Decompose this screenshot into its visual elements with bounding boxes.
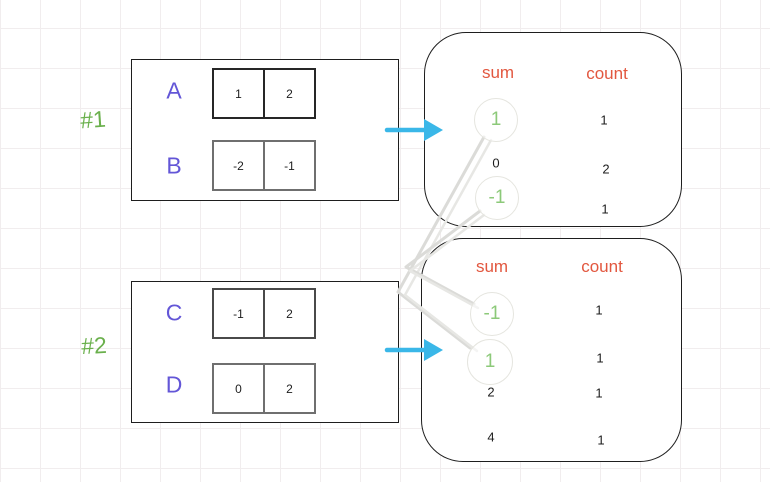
example-1-label: #1	[79, 105, 107, 134]
count-value: 1	[601, 201, 609, 217]
count-value: 2	[602, 161, 610, 177]
array-cell: 2	[265, 288, 316, 339]
sum-value: 4	[487, 429, 495, 445]
example-1-results-table: sum count 0 1 2 1	[424, 32, 682, 227]
count-value: 1	[595, 385, 603, 401]
count-header: count	[586, 64, 628, 83]
array-a-cells: 1 2	[212, 68, 316, 119]
array-c-cells: -1 2	[212, 288, 316, 339]
array-cell: -2	[212, 140, 265, 191]
sum-circle: -1	[470, 292, 514, 336]
array-cell: -1	[265, 140, 316, 191]
sum-circle: 1	[474, 98, 518, 142]
array-cell: 0	[212, 363, 265, 414]
array-b-cells: -2 -1	[212, 140, 316, 191]
sum-value: 2	[487, 384, 495, 400]
array-cell: 1	[212, 68, 265, 119]
example-2-results-table: sum count 2 4 1 1 1 1	[421, 238, 682, 462]
count-value: 1	[597, 432, 605, 448]
count-header: count	[581, 257, 623, 276]
sum-circle: 1	[467, 339, 513, 385]
array-cell: 2	[265, 68, 316, 119]
count-value: 1	[596, 350, 604, 366]
array-c-letter: C	[165, 299, 183, 326]
count-value: 1	[600, 112, 608, 128]
array-d-letter: D	[165, 371, 183, 398]
array-b-letter: B	[166, 152, 182, 179]
sum-circle: -1	[475, 176, 519, 220]
array-d-cells: 0 2	[212, 363, 316, 414]
count-value: 1	[595, 302, 603, 318]
array-a-letter: A	[166, 77, 182, 104]
sum-header: sum	[475, 257, 509, 276]
example-2-label: #2	[80, 331, 108, 360]
sum-header: sum	[481, 63, 515, 82]
array-cell: -1	[212, 288, 265, 339]
sum-value: 0	[492, 155, 500, 171]
array-cell: 2	[265, 363, 316, 414]
